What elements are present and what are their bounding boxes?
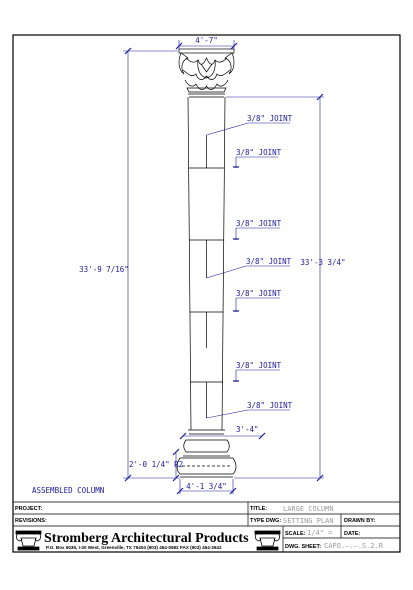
- capital-leaves-top: [185, 57, 228, 65]
- drawn-by-label: DRAWN BY:: [344, 518, 376, 524]
- capital-center-ornament: [197, 59, 216, 79]
- total-height-dim: 33'-9 7/16": [79, 265, 129, 274]
- tick-marks: [316, 93, 324, 482]
- joint-ticks: [233, 166, 239, 382]
- sheet-value: CAPO.–.–.S.2.R: [324, 542, 384, 550]
- joint-label: 3/8" JOINT: [236, 219, 282, 228]
- base-width-dim: 4'-1 3/4": [186, 482, 227, 491]
- title-label: TITLE:: [250, 506, 267, 512]
- abacus: [178, 48, 235, 54]
- top-width-dim: 4'-7": [195, 36, 218, 45]
- joint-leaders: [206, 122, 290, 419]
- sheet-label: DWG. SHEET:: [285, 544, 321, 550]
- shaft-height-dim: 33'-3 3/4": [300, 258, 345, 267]
- dimensions: [123, 40, 324, 495]
- column: [176, 48, 237, 478]
- tick-marks: [124, 47, 132, 482]
- shaft-joints: [188, 135, 225, 418]
- joint-label: 3/8" JOINT: [247, 401, 293, 410]
- sheet-border: [12, 34, 401, 553]
- joint-label: 3/8" JOINT: [247, 114, 293, 123]
- corinthian-capital: [178, 48, 235, 98]
- joint-label: 3/8" JOINT: [246, 257, 292, 266]
- company-name: Stromberg Architectural Products: [44, 531, 249, 546]
- base-lower-torus: [176, 457, 237, 475]
- base-height-dim: 2'-0 1/4" R2: [129, 460, 183, 469]
- joint-label: 3/8" JOINT: [236, 361, 282, 370]
- capital-logo-icon-left: [15, 530, 42, 551]
- type-label: TYPE DWG:: [250, 518, 281, 524]
- joint-leader: [235, 227, 280, 240]
- title-value: LARGE COLUMN: [283, 505, 334, 513]
- capital-bell-base: [186, 87, 227, 93]
- joint-leader: [206, 265, 290, 279]
- joint-leader: [206, 409, 290, 419]
- base-torus: [183, 439, 230, 453]
- joint-label: 3/8" JOINT: [236, 289, 282, 298]
- joint-leader: [235, 369, 280, 382]
- joint-leader: [235, 297, 280, 312]
- capital-leaves-lower: [184, 79, 229, 90]
- scale-label: SCALE:: [285, 531, 306, 537]
- company-address: P.O. Box 6036, I-30 West, Greenville, TX…: [46, 545, 222, 550]
- project-label: PROJECT:: [15, 506, 42, 512]
- joint-leader: [235, 156, 278, 168]
- capital-center-leaf: [200, 63, 213, 73]
- title-block: [13, 501, 400, 552]
- capital-logo-icon-right: [254, 530, 281, 551]
- tick-marks: [175, 42, 238, 50]
- drawing-caption: ASSEMBLED COLUMN: [32, 486, 104, 495]
- scale-value: 1/4" =: [307, 529, 332, 537]
- revisions-label: REVISIONS:: [15, 518, 47, 524]
- tick-marks: [179, 432, 266, 440]
- capital-volute-left: [178, 52, 189, 75]
- tick-marks: [176, 487, 237, 495]
- capital-leaves-middle: [182, 69, 231, 80]
- joint-leader: [206, 122, 290, 136]
- neck-width-dim: 3'-4": [236, 425, 259, 434]
- tick-marks: [172, 448, 180, 482]
- type-value: SETTING PLAN: [283, 517, 334, 525]
- column-shaft: [187, 96, 226, 431]
- column-base: [176, 429, 237, 478]
- joint-label: 3/8" JOINT: [236, 148, 282, 157]
- company-logo: Stromberg Architectural Products P.O. Bo…: [15, 530, 281, 551]
- date-label: DATE:: [344, 531, 361, 537]
- capital-volute-right: [224, 52, 235, 75]
